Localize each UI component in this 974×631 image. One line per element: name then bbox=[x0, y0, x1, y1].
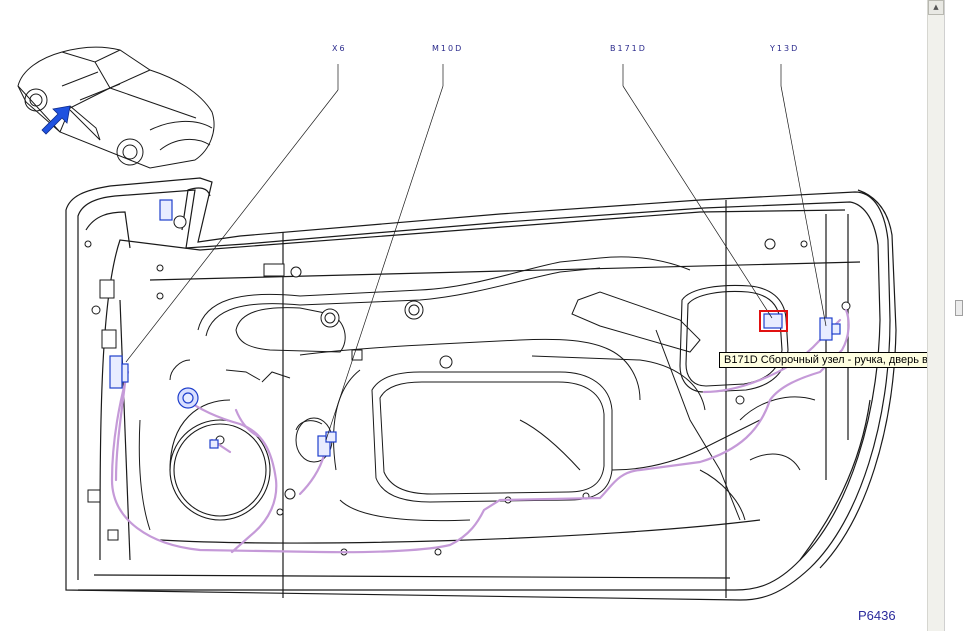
door-inner-contours bbox=[138, 256, 816, 531]
panel-splitter-handle[interactable] bbox=[955, 300, 963, 316]
mounting-holes bbox=[84, 215, 851, 556]
connector-label-b171d[interactable]: B171D bbox=[610, 44, 647, 53]
b171d-highlight-box[interactable] bbox=[759, 310, 788, 332]
side-panel-strip bbox=[944, 0, 974, 631]
car-locator-sketch bbox=[17, 46, 215, 169]
blue-arrow-icon bbox=[41, 105, 71, 135]
connectors bbox=[109, 199, 841, 457]
page-code: P6436 bbox=[858, 608, 896, 623]
component-tooltip: B171D Сборочный узел - ручка, дверь води… bbox=[719, 352, 974, 368]
speaker-opening bbox=[169, 399, 271, 521]
door-wiring-diagram bbox=[17, 46, 897, 601]
connector-label-x6[interactable]: X6 bbox=[332, 44, 347, 53]
vertical-scrollbar[interactable]: ▲ bbox=[927, 0, 945, 631]
window-regulator-opening bbox=[679, 285, 789, 393]
connector-label-y13d[interactable]: Y13D bbox=[770, 44, 800, 53]
connector-label-m10d[interactable]: M10D bbox=[432, 44, 464, 53]
leader-lines bbox=[125, 64, 827, 441]
triangle-up-icon[interactable]: ▲ bbox=[928, 0, 944, 15]
